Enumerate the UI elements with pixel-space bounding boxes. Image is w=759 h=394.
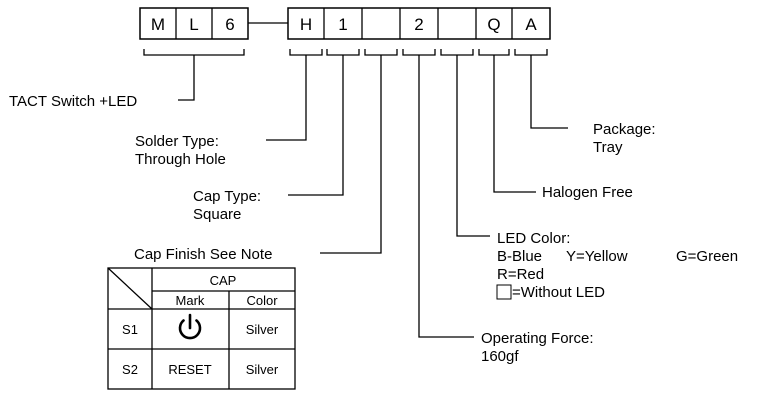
color-column-header: Color (246, 293, 278, 308)
code-char-q: Q (487, 15, 500, 34)
code-brackets (143, 49, 548, 56)
row-s1-id: S1 (122, 322, 138, 337)
table-corner-diagonal (107, 267, 153, 310)
code-group-1-frame (139, 7, 249, 40)
row-s2-id: S2 (122, 362, 138, 377)
led-option-green: G=Green (676, 248, 738, 265)
series-label: TACT Switch +LED (9, 93, 137, 110)
power-icon (178, 313, 202, 340)
part-code-group-1: M L 6 (139, 7, 249, 40)
mark-column-header: Mark (176, 293, 205, 308)
package-value: Tray (593, 139, 623, 156)
cap-finish-label: Cap Finish See Note (134, 246, 272, 263)
halogen-free-label: Halogen Free (542, 184, 633, 201)
code-group-2-frame (287, 7, 551, 40)
cap-type-value: Square (193, 206, 241, 223)
code-char-2: 2 (414, 15, 423, 34)
operating-force-title: Operating Force: (481, 330, 594, 347)
cap-table: CAP Mark Color S1 Silver S2 RESET Silver (107, 267, 296, 390)
code-char-l: L (189, 15, 198, 34)
code-char-a: A (525, 15, 537, 34)
code-char-6: 6 (225, 15, 234, 34)
cap-type-title: Cap Type: (193, 188, 261, 205)
solder-type-title: Solder Type: (135, 133, 219, 150)
leader-lines (178, 55, 568, 338)
led-option-blue: B-Blue (497, 248, 542, 265)
code-char-1: 1 (338, 15, 347, 34)
led-option-yellow: Y=Yellow (566, 248, 628, 265)
led-option-red: R=Red (497, 266, 544, 283)
part-code-group-2: H 1 2 Q A (287, 7, 551, 40)
solder-type-value: Through Hole (135, 151, 226, 168)
led-color-title: LED Color: (497, 230, 570, 247)
operating-force-value: 160gf (481, 348, 519, 365)
row-s1-color: Silver (246, 322, 279, 337)
code-char-m: M (151, 15, 165, 34)
row-s2-color: Silver (246, 362, 279, 377)
blank-box-icon (496, 284, 512, 300)
package-title: Package: (593, 121, 656, 138)
row-s2-mark: RESET (168, 362, 211, 377)
code-char-h: H (300, 15, 312, 34)
cap-header: CAP (210, 273, 237, 288)
led-option-none: =Without LED (512, 284, 605, 301)
